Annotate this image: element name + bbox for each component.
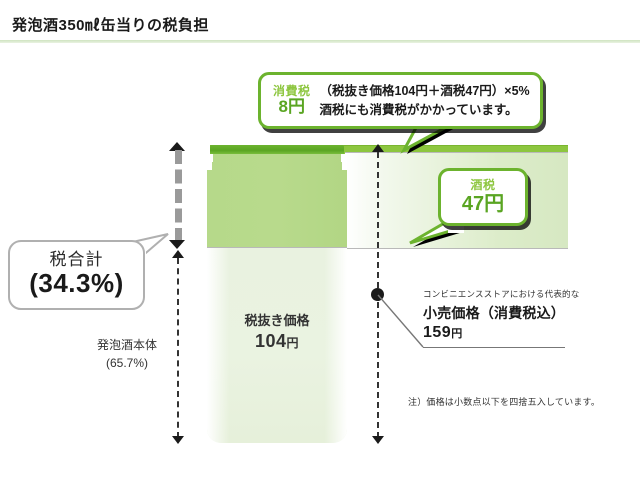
retail-measure-arrow-up-icon [372, 144, 384, 152]
liquor-tax-kind-label: 酒税 [470, 178, 496, 192]
liquor-tax-amount: 47円 [461, 192, 505, 215]
liquor-tax-band-top-rule [345, 152, 568, 153]
bar-segment-liquor-tax [207, 154, 347, 248]
base-portion-label: 発泡酒本体 [96, 338, 157, 352]
title-divider [0, 40, 640, 43]
retail-price-sub-label: コンビニエンスストアにおける代表的な [423, 289, 580, 299]
bar-segment-divider [207, 247, 347, 248]
base-portion-percent: (65.7%) [105, 356, 149, 370]
consumption-tax-kind-label: 消費税 [273, 83, 311, 98]
base-price-amount: 104円 [207, 330, 347, 353]
measure-arrow-up-icon [169, 142, 185, 151]
base-price-value: 104 [254, 330, 287, 351]
base-portion-arrow-up-icon [172, 250, 184, 258]
retail-price-value: 159 [423, 324, 452, 341]
base-portion-callout: 発泡酒本体 (65.7%) [82, 336, 172, 372]
retail-measure-arrow-down-icon [372, 436, 384, 444]
retail-leader-line [377, 294, 424, 348]
base-portion-measure-line [177, 258, 179, 438]
measure-arrow-down-icon [169, 240, 185, 249]
base-portion-arrow-down-icon [172, 436, 184, 444]
can-shoulder-notch-right-inner [341, 154, 344, 162]
tax-total-percent: (34.3%) [29, 268, 124, 299]
consumption-tax-explanation-line2: 酒税にも消費税がかかっています。 [319, 102, 518, 117]
tax-portion-measure-line [175, 150, 182, 242]
tax-total-label: 税合計 [49, 250, 104, 269]
bar-segment-consumption-tax [210, 145, 344, 154]
anchor-dot-icon [371, 288, 384, 301]
can-shoulder-notch-left-inner [210, 154, 213, 162]
page-title: 発泡酒350㎖缶当りの税負担 [12, 17, 210, 34]
base-price-label: 税抜き価格 [244, 313, 310, 328]
can-shoulder-notch-left [207, 154, 212, 170]
footnote: 注）価格は小数点以下を四捨五入しています。 [408, 397, 601, 407]
consumption-tax-amount: 8円 [278, 96, 305, 116]
retail-price-amount: 159円 [423, 324, 573, 342]
consumption-tax-explanation-line1: （税抜き価格104円＋酒税47円）×5% [319, 84, 530, 99]
retail-price-underline [423, 347, 565, 348]
tax-total-callout[interactable]: 税合計 (34.3%) [8, 240, 145, 310]
retail-price-main-label: 小売価格（消費税込） [423, 305, 565, 321]
liquor-tax-bubble[interactable]: 酒税 47円 [438, 168, 528, 226]
consumption-tax-amount-group: 消費税 8円 [273, 83, 311, 117]
consumption-tax-explanation: （税抜き価格104円＋酒税47円）×5% 酒税にも消費税がかかっています。 [320, 82, 530, 118]
consumption-tax-bubble[interactable]: 消費税 8円 （税抜き価格104円＋酒税47円）×5% 酒税にも消費税がかかって… [258, 72, 543, 129]
consumption-tax-band [210, 145, 568, 154]
retail-price-unit: 円 [451, 328, 463, 340]
base-price-label-group: 税抜き価格 104円 [207, 313, 347, 353]
base-price-unit: 円 [286, 335, 300, 350]
tax-breakdown-bar: 税抜き価格 104円 [207, 145, 347, 443]
retail-price-annotation: コンビニエンスストアにおける代表的な 小売価格（消費税込） 159円 [423, 288, 580, 342]
can-shoulder-notch-right [342, 154, 347, 170]
